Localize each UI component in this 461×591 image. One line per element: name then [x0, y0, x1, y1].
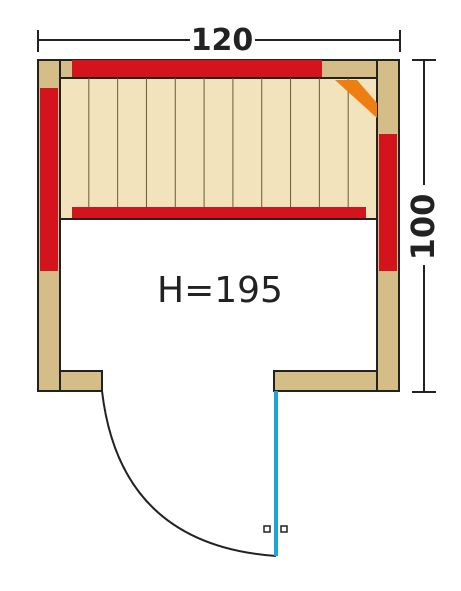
height-label: H=195 — [157, 270, 283, 311]
corner-heater — [335, 80, 377, 118]
door-handle-icon — [263, 525, 288, 533]
back-heater-panel — [72, 60, 322, 78]
bench — [59, 77, 378, 220]
width-label: 120 — [191, 23, 254, 58]
front-wall-left — [59, 370, 103, 392]
bench-slats — [88, 78, 349, 219]
front-wall-right — [273, 370, 378, 392]
width-dimension: 120 — [37, 23, 401, 58]
depth-label: 100 — [404, 194, 442, 261]
door-swing-arc — [101, 390, 277, 557]
right-heater-panel — [379, 134, 397, 271]
left-heater-panel — [40, 88, 58, 271]
depth-dimension: 100 — [404, 59, 442, 393]
bench-heater-panel — [72, 207, 366, 218]
